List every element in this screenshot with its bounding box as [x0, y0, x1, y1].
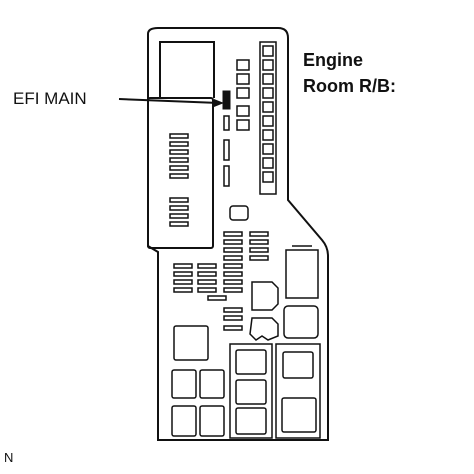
small-relay: [229, 205, 249, 221]
relays-lower-middle: [229, 343, 273, 439]
left-connector: [147, 41, 215, 249]
relays-lower-left: [171, 325, 225, 437]
connector-mid-2: [283, 305, 319, 339]
title-line-1: Engine: [303, 50, 364, 70]
left-connector-pins: [169, 133, 189, 227]
relay-right-tall: [285, 245, 319, 299]
connector-mid-1: [251, 281, 279, 311]
fuse-column-right: [259, 41, 277, 195]
callout-label: EFI MAIN: [13, 89, 87, 108]
callout-leader-line: [118, 98, 220, 104]
figure-code: N: [4, 450, 14, 465]
fuse-column-left: [236, 59, 250, 131]
title-line-2: Room R/B:: [303, 76, 396, 96]
relays-lower-right: [275, 343, 321, 439]
efi-main-fuse: [222, 90, 231, 110]
slot-fuses: [173, 231, 269, 331]
relay-block-outline: [147, 27, 329, 441]
small-fuses: [223, 115, 230, 187]
callout-arrowhead: [214, 99, 224, 107]
connector-mid-3: [249, 317, 279, 341]
